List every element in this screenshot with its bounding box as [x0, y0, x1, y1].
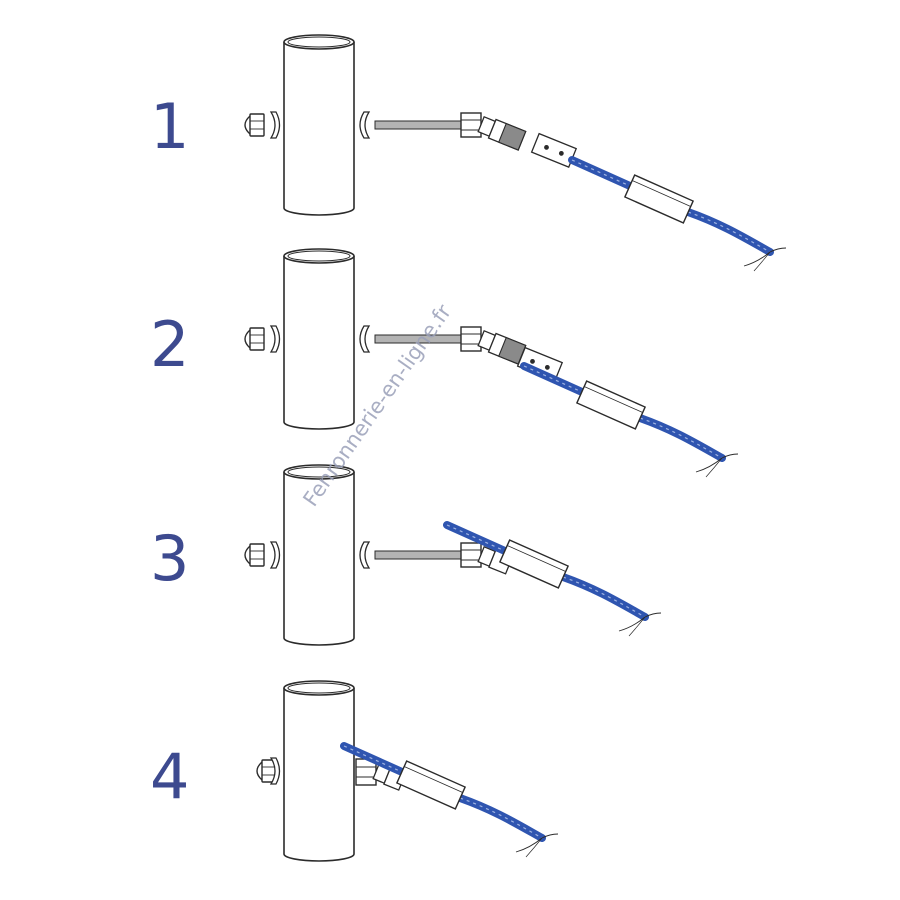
step-1: 1 — [150, 34, 786, 271]
hex-nut — [460, 112, 482, 138]
cap-nut — [244, 327, 265, 351]
washer-right — [359, 541, 370, 569]
step-3: 3 — [150, 464, 661, 646]
step-4-number: 4 — [150, 740, 189, 813]
cap-nut — [244, 543, 265, 567]
threaded-rod — [374, 120, 462, 130]
step-4: 4 — [150, 680, 558, 862]
hex-nut — [460, 542, 482, 568]
step-2: 2 — [150, 248, 738, 477]
washer-right — [359, 111, 370, 139]
threaded-rod — [374, 550, 462, 560]
step-1-number: 1 — [150, 90, 189, 163]
washer-left — [270, 541, 281, 569]
step-3-number: 3 — [150, 522, 189, 595]
post-tube — [283, 34, 355, 216]
hex-nut — [460, 326, 482, 352]
swivel-joint — [476, 114, 527, 151]
washer-right — [359, 325, 370, 353]
swivel-joint — [476, 328, 527, 365]
post-tube — [283, 680, 355, 862]
cable-with-sleeve — [344, 746, 558, 857]
cable-with-sleeve — [447, 525, 661, 636]
washer-left — [270, 325, 281, 353]
post-tube — [283, 248, 355, 430]
cap-nut — [244, 113, 265, 137]
cable-with-sleeve — [572, 160, 786, 271]
step-2-number: 2 — [150, 308, 189, 381]
cable-with-sleeve — [524, 366, 738, 477]
washer-left — [270, 111, 281, 139]
